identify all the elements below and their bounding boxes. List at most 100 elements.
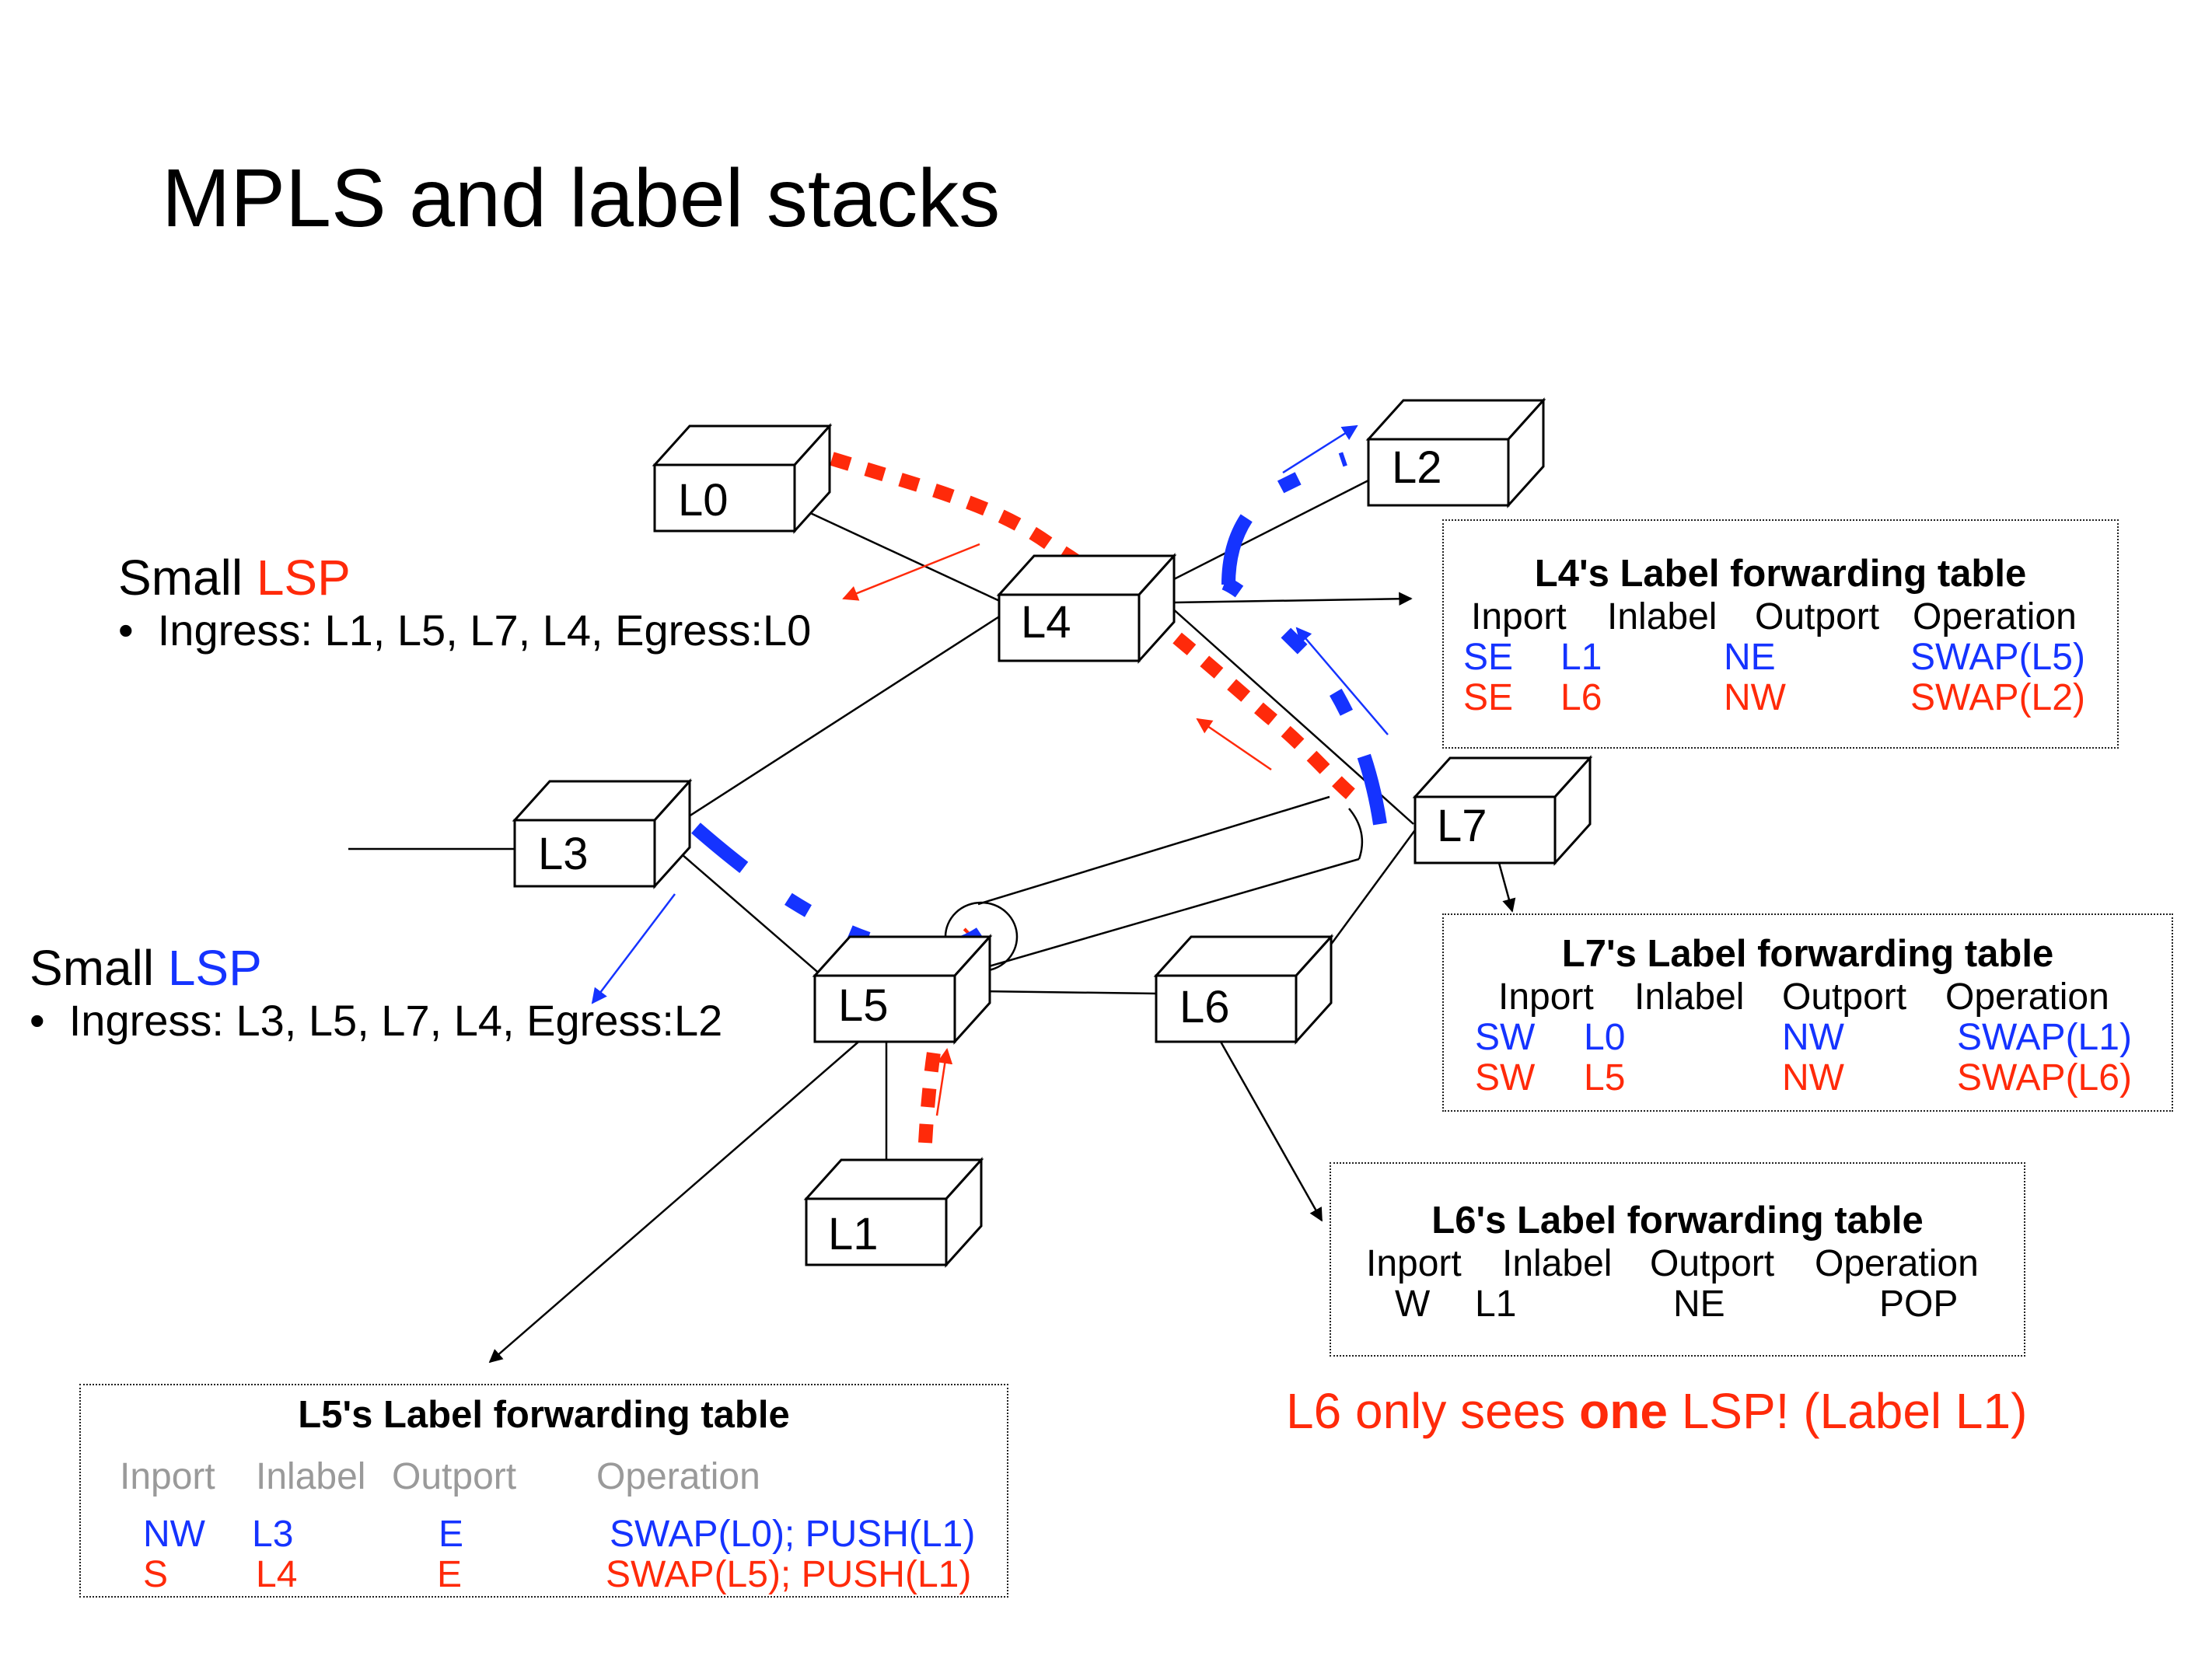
router-l1-front xyxy=(805,1197,948,1266)
pointer-l5-table xyxy=(488,1037,864,1364)
router-l4-label: L4 xyxy=(1021,597,1071,648)
table-pointers xyxy=(488,592,1516,1364)
l7-header-inport: Inport xyxy=(1498,976,1594,1018)
l6-header-inport: Inport xyxy=(1366,1243,1462,1284)
l7-header-outport: Outport xyxy=(1782,976,1907,1018)
l5-row1-inport: NW xyxy=(143,1514,205,1555)
router-l7-front xyxy=(1414,795,1557,864)
direction-arrows xyxy=(591,424,1389,1116)
router-l1-label: L1 xyxy=(828,1209,879,1259)
l4-row1-inlabel: L1 xyxy=(1560,637,1602,678)
l7-forwarding-table: L7's Label forwarding table Inport Inlab… xyxy=(1442,913,2173,1112)
l7-table-row-red: SW L5 NW SWAP(L6) xyxy=(1444,1057,2172,1098)
red-lsp-name: LSP xyxy=(256,550,351,606)
router-l3-front xyxy=(513,819,656,888)
blue-lsp-description: Small LSP • Ingress: L3, L5, L7, L4, Egr… xyxy=(30,941,722,1045)
l4-row2-outport: NW xyxy=(1724,677,1786,718)
l4-table-row-blue: SE L1 NE SWAP(L5) xyxy=(1444,636,2117,678)
router-l4: L4 xyxy=(996,553,1177,664)
l4-header-inport: Inport xyxy=(1471,596,1567,637)
red-lsp-description: Small LSP • Ingress: L1, L5, L7, L4, Egr… xyxy=(118,550,811,655)
router-l4-front xyxy=(998,593,1141,662)
red-direction-arrow-3 xyxy=(935,1048,953,1116)
tunnel-upper xyxy=(977,795,1330,906)
l5-table-title: L5's Label forwarding table xyxy=(298,1394,790,1436)
red-lsp-l0-l4-l7 xyxy=(830,452,1364,807)
l5-header-inlabel: Inlabel xyxy=(256,1456,366,1497)
l5-header-operation: Operation xyxy=(596,1456,760,1497)
router-l3: L3 xyxy=(512,778,693,889)
blue-lsp-name: LSP xyxy=(167,940,262,996)
l6-table-row: W L1 NE POP xyxy=(1331,1283,2024,1325)
router-l2-label: L2 xyxy=(1392,442,1442,493)
blue-direction-arrow-2 xyxy=(1295,627,1389,735)
l6-note-before: L6 only sees xyxy=(1286,1383,1580,1439)
l5-header-outport: Outport xyxy=(392,1456,517,1497)
blue-lsp-l4-l2 xyxy=(1221,452,1347,585)
l6-row1-operation: POP xyxy=(1879,1284,1959,1325)
l6-note-after: LSP! (Label L1) xyxy=(1667,1383,2028,1439)
l7-row2-outport: NW xyxy=(1782,1057,1844,1098)
l6-header-outport: Outport xyxy=(1650,1243,1775,1284)
red-direction-arrow-2 xyxy=(1196,718,1272,771)
pointer-l4-table xyxy=(1173,592,1413,606)
l7-header-operation: Operation xyxy=(1945,976,2109,1018)
tunnel-lower xyxy=(977,857,1360,971)
red-lsp-path-line: • Ingress: L1, L5, L7, L4, Egress:L0 xyxy=(118,606,811,655)
blue-lsp-prefix: Small xyxy=(30,940,168,996)
blue-lsp-path-line: • Ingress: L3, L5, L7, L4, Egress:L2 xyxy=(30,997,722,1045)
l4-table-header-row: Inport Inlabel Outport Operation xyxy=(1444,595,2117,637)
router-l0: L0 xyxy=(652,423,833,534)
l5-forwarding-table: L5's Label forwarding table Inport Inlab… xyxy=(79,1384,1008,1598)
router-l6: L6 xyxy=(1153,934,1334,1045)
l5-table-row-blue: NW L3 E SWAP(L0); PUSH(L1) xyxy=(81,1513,1007,1555)
l7-row1-operation: SWAP(L1) xyxy=(1957,1017,2132,1058)
link-l4-l3 xyxy=(664,613,1004,833)
red-lsp-prefix: Small xyxy=(118,550,257,606)
l4-table-row-red: SE L6 NW SWAP(L2) xyxy=(1444,676,2117,718)
pointer-l6-table xyxy=(1219,1041,1323,1222)
l6-table-header-row: Inport Inlabel Outport Operation xyxy=(1331,1242,2024,1284)
l6-note-emphasis: one xyxy=(1579,1383,1668,1439)
router-l1: L1 xyxy=(803,1157,984,1268)
l5-table-header-row: Inport Inlabel Outport Operation xyxy=(81,1455,1007,1513)
router-l7: L7 xyxy=(1412,755,1593,866)
l6-table-title: L6's Label forwarding table xyxy=(1431,1200,1924,1242)
l7-table-row-blue: SW L0 NW SWAP(L1) xyxy=(1444,1016,2172,1058)
page-title: MPLS and label stacks xyxy=(162,152,1001,244)
l6-row1-inlabel: L1 xyxy=(1475,1284,1517,1325)
l6-row1-inport: W xyxy=(1395,1284,1431,1325)
l5-row1-operation: SWAP(L0); PUSH(L1) xyxy=(610,1514,976,1555)
red-lsp-bullet: • xyxy=(118,606,134,655)
link-l0-l4 xyxy=(785,500,1004,604)
l5-table-row-red: S L4 E SWAP(L5); PUSH(L1) xyxy=(81,1553,1007,1595)
router-l5-front xyxy=(813,974,956,1043)
l5-header-inport: Inport xyxy=(120,1456,215,1497)
l4-row2-operation: SWAP(L2) xyxy=(1910,677,2085,718)
l4-header-outport: Outport xyxy=(1755,596,1880,637)
blue-direction-arrow-1 xyxy=(1282,424,1358,474)
router-l6-label: L6 xyxy=(1179,982,1230,1032)
red-lsp-path-text: Ingress: L1, L5, L7, L4, Egress:L0 xyxy=(157,606,812,655)
l7-header-inlabel: Inlabel xyxy=(1634,976,1745,1018)
red-direction-arrow-1 xyxy=(842,543,980,601)
l4-row2-inlabel: L6 xyxy=(1560,677,1602,718)
l6-header-operation: Operation xyxy=(1815,1243,1979,1284)
l4-row1-outport: NE xyxy=(1724,637,1776,678)
l4-header-operation: Operation xyxy=(1913,596,2077,637)
l6-row1-outport: NE xyxy=(1673,1284,1725,1325)
l5-row1-outport: E xyxy=(439,1514,464,1555)
l7-table-header-row: Inport Inlabel Outport Operation xyxy=(1444,976,2172,1018)
l7-row2-operation: SWAP(L6) xyxy=(1957,1057,2132,1098)
l4-row2-inport: SE xyxy=(1463,677,1514,718)
router-l2-front xyxy=(1367,438,1510,507)
l6-note: L6 only sees one LSP! (Label L1) xyxy=(1286,1382,2027,1440)
router-l3-label: L3 xyxy=(538,829,589,879)
l7-row1-inport: SW xyxy=(1475,1017,1536,1058)
router-l5: L5 xyxy=(812,934,993,1045)
link-l5-l6 xyxy=(979,990,1157,995)
link-l4-l2 xyxy=(1173,479,1369,581)
l5-row2-operation: SWAP(L5); PUSH(L1) xyxy=(606,1554,972,1595)
routers: L0 L1 L2 L3 L4 xyxy=(512,397,1593,1268)
